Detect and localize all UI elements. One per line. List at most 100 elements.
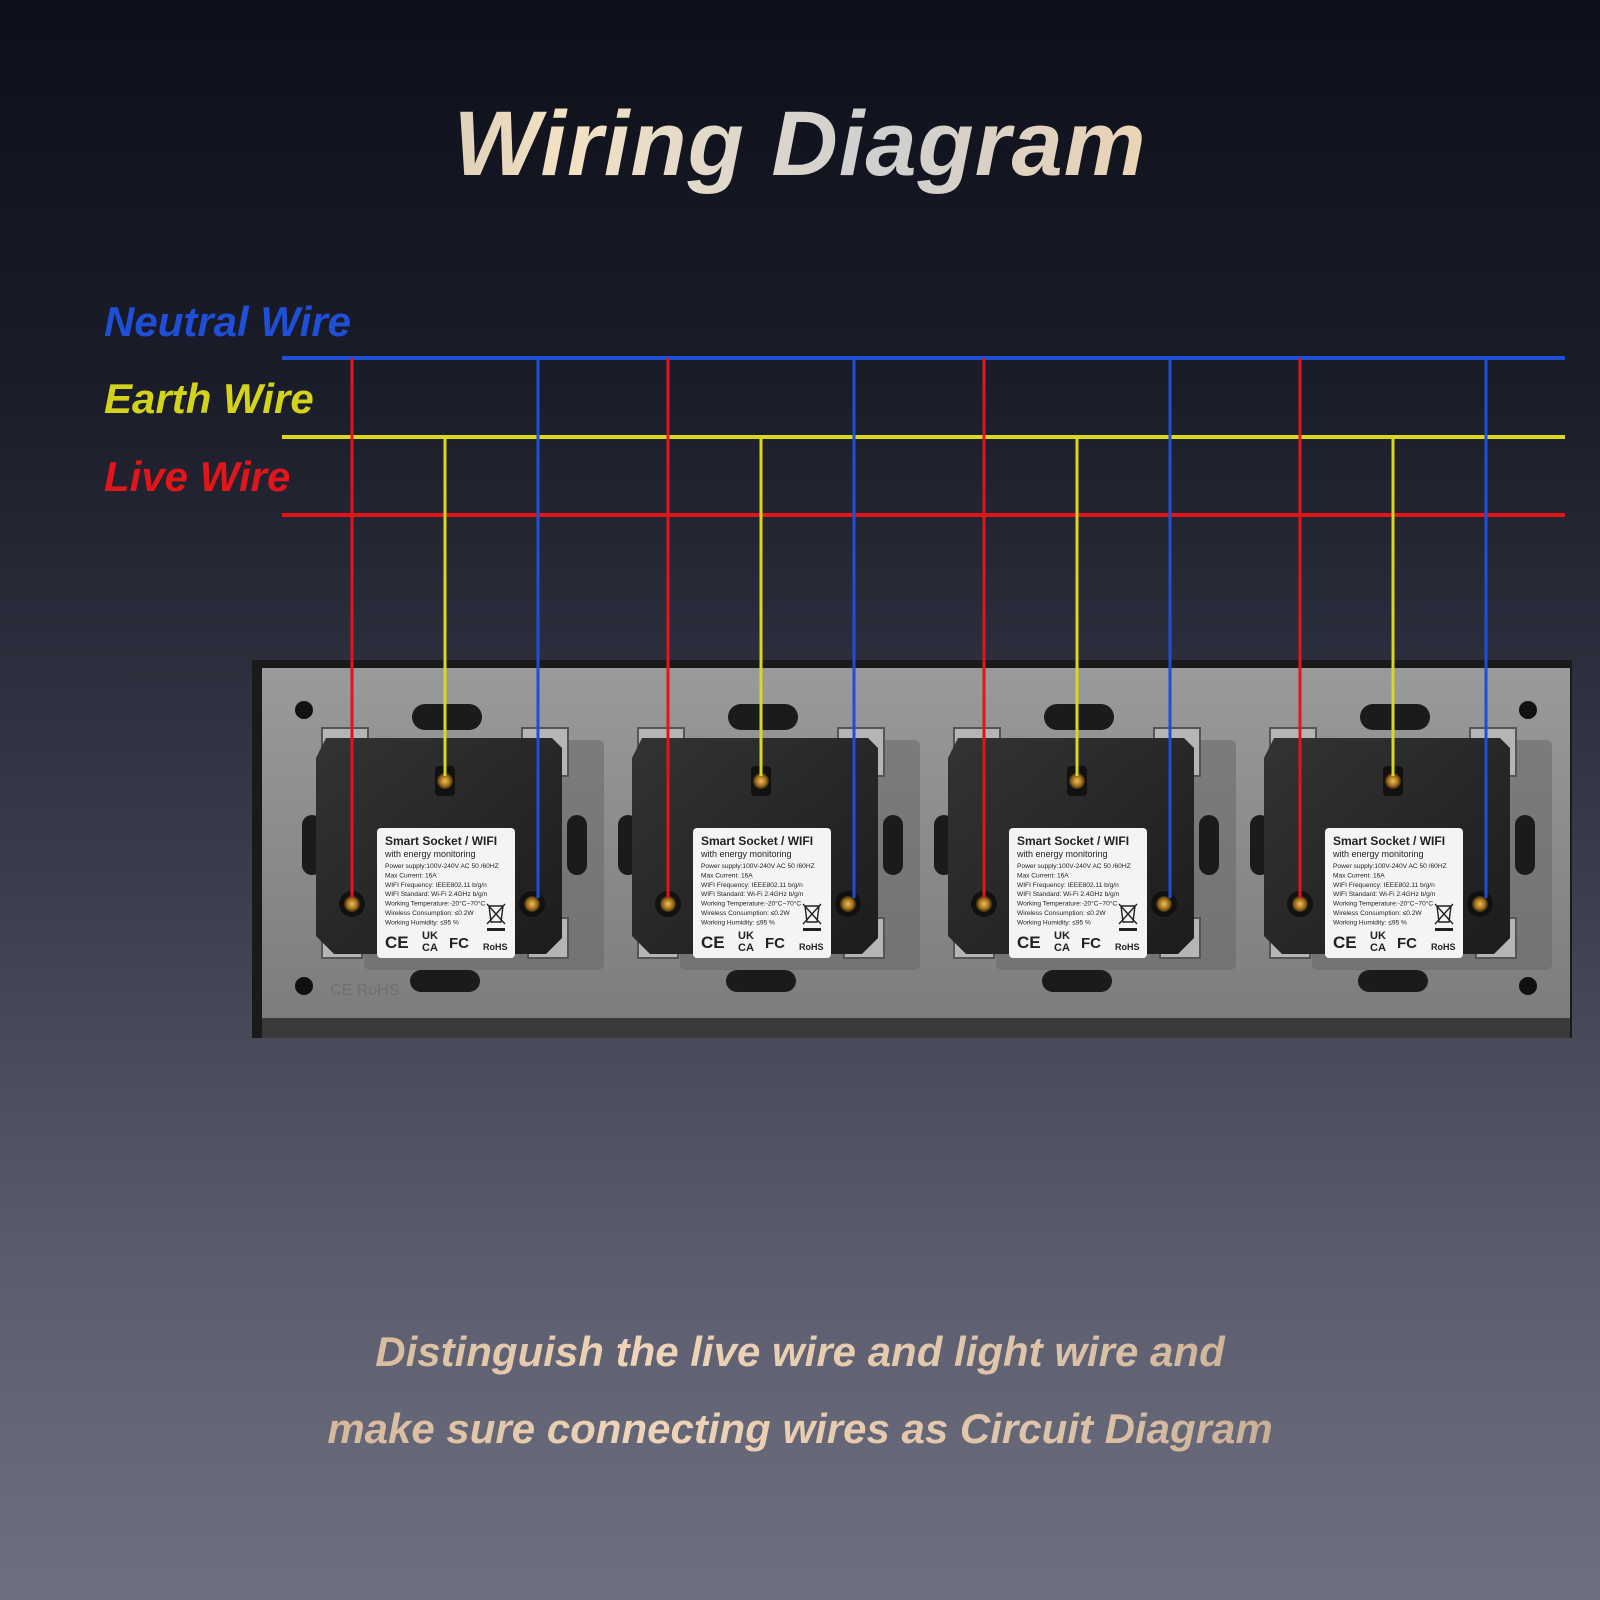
top-slot: [412, 704, 482, 730]
weee-bin-icon: [486, 903, 506, 925]
ce-mark: CE: [385, 933, 409, 952]
side-slot: [883, 815, 903, 875]
bottom-slot: [1358, 970, 1428, 992]
weee-bar: [803, 928, 821, 931]
label-spec-line: Working Temperature:-20°C~70°C: [1017, 900, 1117, 908]
mounting-hole: [1519, 977, 1537, 995]
fcc-mark: FC: [765, 935, 785, 952]
label-spec-line: Power supply:100V-240V AC 50 /60HZ: [1017, 863, 1131, 870]
label-spec-line: Max Current: 16A: [701, 872, 753, 879]
caption-line-1: Distinguish the live wire and light wire…: [0, 1328, 1600, 1376]
ukca-mark: UK: [1054, 930, 1070, 942]
label-spec-line: WIFI Standard: Wi-Fi 2.4GHz b/g/n: [701, 891, 804, 898]
weee-bin-icon: [802, 903, 822, 925]
side-slot: [567, 815, 587, 875]
side-slot: [1515, 815, 1535, 875]
label-spec-line: Working Humidity: ≤95 %: [701, 919, 775, 926]
label-title: Smart Socket / WIFI: [1017, 834, 1129, 848]
page-title: Wiring Diagram: [0, 92, 1600, 197]
bottom-slot: [410, 970, 480, 992]
live-screw: [1292, 896, 1308, 912]
fcc-mark: FC: [1081, 935, 1101, 952]
label-spec-line: WIFI Frequency: IEEE802.11 b/g/n: [1333, 882, 1435, 889]
legend-live-label: Live Wire: [104, 453, 291, 500]
product-label: [1325, 828, 1463, 958]
ukca-mark: UK: [422, 930, 438, 942]
label-spec-line: Wireless Consumption: ≤0.2W: [385, 910, 474, 917]
earth-screw: [1069, 773, 1085, 789]
product-label: [377, 828, 515, 958]
earth-screw: [1385, 773, 1401, 789]
ce-mark: CE: [701, 933, 725, 952]
ce-mark: CE: [1017, 933, 1041, 952]
rohs-mark: RoHS: [799, 942, 824, 952]
label-spec-line: Wireless Consumption: ≤0.2W: [1017, 910, 1106, 917]
bottom-slot: [1042, 970, 1112, 992]
label-spec-line: WIFI Frequency: IEEE802.11 b/g/n: [1017, 882, 1119, 889]
label-spec-line: Working Humidity: ≤95 %: [1333, 919, 1407, 926]
top-slot: [1360, 704, 1430, 730]
label-spec-line: WIFI Frequency: IEEE802.11 b/g/n: [701, 882, 803, 889]
label-spec-line: WIFI Standard: Wi-Fi 2.4GHz b/g/n: [1017, 891, 1120, 898]
ukca-mark: CA: [1370, 942, 1386, 954]
label-spec-line: Working Temperature:-20°C~70°C: [1333, 900, 1433, 908]
top-slot: [1044, 704, 1114, 730]
ukca-mark: CA: [738, 942, 754, 954]
label-subtitle: with energy monitoring: [1016, 849, 1108, 859]
label-spec-line: Working Humidity: ≤95 %: [1017, 919, 1091, 926]
neutral-screw: [840, 896, 856, 912]
ukca-mark: UK: [1370, 930, 1386, 942]
label-spec-line: Wireless Consumption: ≤0.2W: [1333, 910, 1422, 917]
label-spec-line: Max Current: 16A: [1333, 872, 1385, 879]
weee-bin-icon: [1434, 903, 1454, 925]
neutral-screw: [524, 896, 540, 912]
label-spec-line: Working Humidity: ≤95 %: [385, 919, 459, 926]
fcc-mark: FC: [449, 935, 469, 952]
mounting-hole: [295, 701, 313, 719]
neutral-screw: [1472, 896, 1488, 912]
ukca-mark: CA: [1054, 942, 1070, 954]
caption-line-2: make sure connecting wires as Circuit Di…: [0, 1405, 1600, 1453]
label-spec-line: Max Current: 16A: [1017, 872, 1069, 879]
legend-earth-label: Earth Wire: [104, 375, 314, 422]
label-spec-line: Working Temperature:-20°C~70°C: [385, 900, 485, 908]
legend-neutral-label: Neutral Wire: [104, 298, 352, 345]
weee-bar: [487, 928, 505, 931]
live-screw: [976, 896, 992, 912]
rohs-mark: RoHS: [1431, 942, 1456, 952]
rohs-mark: RoHS: [1115, 942, 1140, 952]
weee-bar: [1435, 928, 1453, 931]
product-label: [1009, 828, 1147, 958]
label-title: Smart Socket / WIFI: [701, 834, 813, 848]
live-screw: [344, 896, 360, 912]
earth-screw: [753, 773, 769, 789]
label-title: Smart Socket / WIFI: [1333, 834, 1445, 848]
weee-bar: [1119, 928, 1137, 931]
label-spec-line: Max Current: 16A: [385, 872, 437, 879]
label-spec-line: Power supply:100V-240V AC 50 /60HZ: [701, 863, 815, 870]
label-spec-line: Working Temperature:-20°C~70°C: [701, 900, 801, 908]
label-spec-line: WIFI Standard: Wi-Fi 2.4GHz b/g/n: [1333, 891, 1436, 898]
label-subtitle: with energy monitoring: [1332, 849, 1424, 859]
ukca-mark: CA: [422, 942, 438, 954]
label-spec-line: WIFI Frequency: IEEE802.11 b/g/n: [385, 882, 487, 889]
earth-screw: [437, 773, 453, 789]
label-subtitle: with energy monitoring: [700, 849, 792, 859]
ce-mark: CE: [1333, 933, 1357, 952]
live-screw: [660, 896, 676, 912]
fcc-mark: FC: [1397, 935, 1417, 952]
label-spec-line: Power supply:100V-240V AC 50 /60HZ: [1333, 863, 1447, 870]
side-slot: [1199, 815, 1219, 875]
bottom-slot: [726, 970, 796, 992]
mounting-hole: [295, 977, 313, 995]
label-spec-line: Wireless Consumption: ≤0.2W: [701, 910, 790, 917]
weee-bin-icon: [1118, 903, 1138, 925]
product-label: [693, 828, 831, 958]
label-spec-line: Power supply:100V-240V AC 50 /60HZ: [385, 863, 499, 870]
plate-marking: CE RoHS: [330, 982, 399, 999]
